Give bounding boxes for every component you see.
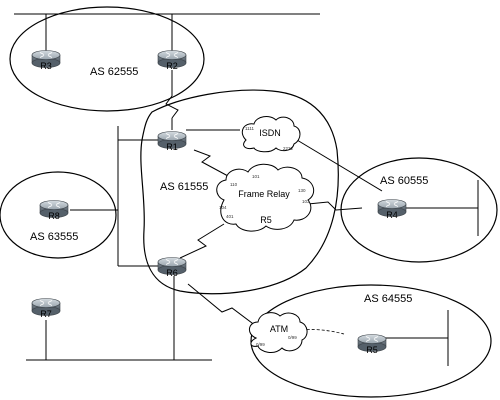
as-62555-label: AS 62555 [90,66,138,78]
as-63555-label: AS 63555 [30,231,78,243]
dlci-110: 110 [230,182,238,187]
as-64555-label: AS 64555 [364,293,412,305]
router-r3[interactable]: R3 [31,50,61,72]
atm-label: ATM [270,324,288,334]
as-61555-boundary [140,89,339,295]
isdn-port-left: 1111 [245,126,255,131]
router-r3-label: R3 [40,61,52,71]
router-r2[interactable]: R2 [157,50,187,72]
router-r8[interactable]: R8 [39,200,69,222]
router-r8-label: R8 [48,211,60,221]
router-r7[interactable]: R7 [31,298,61,320]
dlci-101: 101 [252,174,260,179]
dlci-130: 130 [298,188,306,193]
router-r4[interactable]: R4 [377,199,407,221]
frame-relay-label: Frame Relay [238,189,290,199]
as-60555-label: AS 60555 [380,175,428,187]
router-r1-label: R1 [166,142,178,152]
router-r5-atm[interactable]: R5 [357,334,387,356]
router-r7-label: R7 [40,309,52,319]
links [14,13,479,366]
frame-relay-sublabel: R5 [260,215,272,225]
isdn-cloud: ISDN 1111 2222 [241,116,301,153]
atm-vc-left: 0/99 [256,342,265,347]
router-r4-label: R4 [386,210,398,220]
router-r6[interactable]: R6 [157,257,187,279]
isdn-label: ISDN [259,128,281,138]
dlci-104: 104 [219,205,227,210]
as-60555-boundary [340,157,498,263]
as-61555-label: AS 61555 [160,181,208,193]
dlci-401: 401 [226,214,234,219]
router-r6-label: R6 [166,268,178,278]
dlci-103: 103 [302,199,310,204]
router-r5-label: R5 [366,345,378,355]
as-64555-boundary [250,284,492,398]
router-r2-label: R2 [166,61,178,71]
frame-relay-cloud: Frame Relay R5 110 101 104 401 130 103 [216,163,315,232]
as-63555-boundary [0,171,117,259]
as-62555-boundary [9,6,205,112]
isdn-port-right: 2222 [283,146,294,151]
atm-cloud: ATM 0/99 0/99 [249,312,308,353]
atm-vc-right: 0/99 [288,335,297,340]
router-r1[interactable]: R1 [157,131,187,153]
